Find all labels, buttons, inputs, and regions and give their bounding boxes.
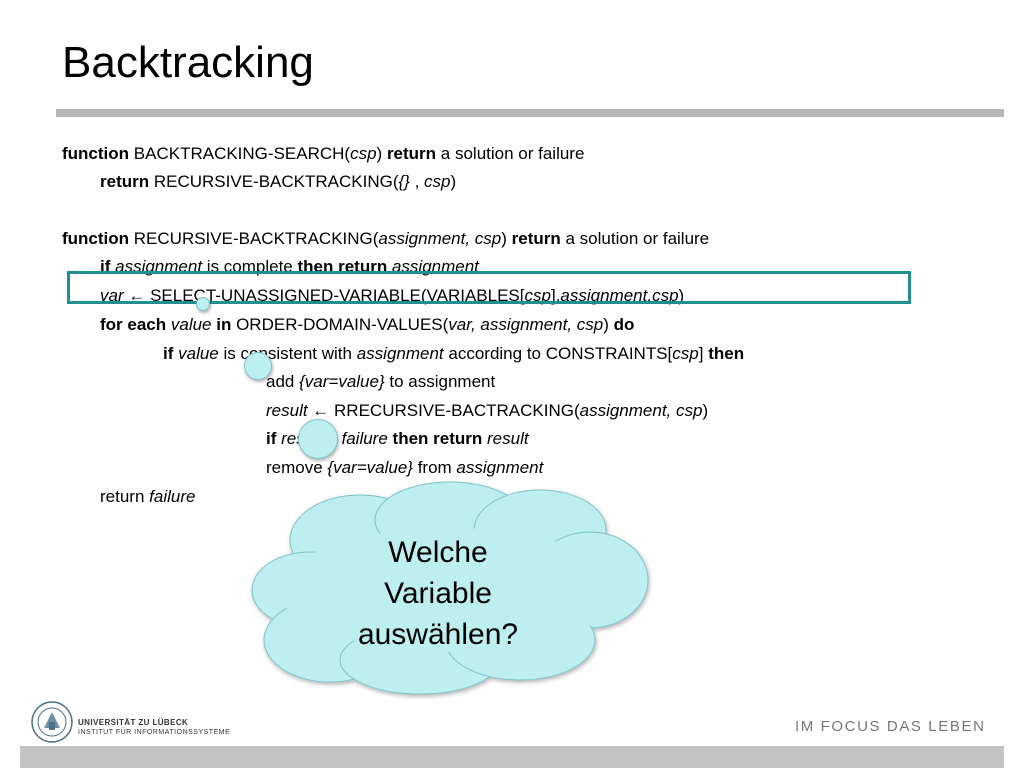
code-token: from — [412, 458, 457, 477]
tagline: IM FOCUS DAS LEBEN — [795, 718, 986, 735]
code-token: result — [266, 401, 308, 420]
code-token: to assignment — [384, 372, 496, 391]
institute-name: INSTITUT FÜR INFORMATIONSSYSTEME — [78, 729, 231, 736]
title-rule — [56, 109, 1004, 117]
code-token: {var=value} — [327, 458, 413, 477]
code-token: assignment,csp — [560, 286, 679, 305]
code-line: var ← SELECT-UNASSIGNED-VARIABLE(VARIABL… — [100, 285, 684, 307]
code-token: csp — [524, 286, 551, 305]
code-token: function — [62, 144, 130, 163]
code-token: according to CONSTRAINTS[ — [443, 344, 673, 363]
code-token: ← RRECURSIVE-BACTRACKING( — [307, 401, 580, 420]
thought-bubble-small — [196, 297, 210, 311]
code-token: failure — [149, 487, 196, 506]
code-token: ORDER-DOMAIN-VALUES( — [231, 315, 449, 334]
code-line: result ← RRECURSIVE-BACTRACKING(assignme… — [266, 400, 708, 422]
code-token: RECURSIVE-BACKTRACKING( — [149, 172, 399, 191]
code-token: assignment, csp — [378, 229, 502, 248]
callout-line-3: auswählen? — [357, 618, 519, 651]
code-line: remove {var=value} from assignment — [266, 457, 543, 479]
code-token: ) — [501, 229, 512, 248]
code-token: then — [708, 344, 745, 363]
code-token: var, assignment, csp — [448, 315, 604, 334]
code-token: for each — [100, 315, 167, 334]
code-token: return — [100, 487, 150, 506]
code-token: ] — [698, 344, 709, 363]
highlight-box — [67, 271, 911, 304]
code-token: in — [216, 315, 232, 334]
code-token: ) — [678, 286, 685, 305]
code-line: for each value in ORDER-DOMAIN-VALUES(va… — [100, 314, 634, 336]
code-token: function — [62, 229, 130, 248]
code-token: if — [266, 429, 277, 448]
code-token: if — [100, 257, 111, 276]
code-token: return — [511, 229, 561, 248]
code-token: , — [409, 172, 425, 191]
code-token: failure — [341, 429, 388, 448]
code-token: assignment, csp — [579, 401, 703, 420]
code-line: return RECURSIVE-BACKTRACKING({} , csp) — [100, 171, 456, 193]
code-token: add — [266, 372, 300, 391]
code-token: then return — [392, 429, 483, 448]
thought-bubble-medium — [244, 352, 272, 380]
footer-bar — [20, 746, 1004, 768]
code-token: csp — [672, 344, 699, 363]
code-token: result — [487, 429, 529, 448]
callout-text: Welche Variable auswählen? — [318, 532, 558, 655]
code-token: assignment — [356, 344, 444, 363]
code-token: BACKTRACKING-SEARCH( — [129, 144, 351, 163]
code-token: return — [100, 172, 150, 191]
code-token: value — [170, 315, 212, 334]
code-token: ) — [702, 401, 709, 420]
thought-bubble-large — [298, 419, 338, 459]
slide-title: Backtracking — [62, 38, 314, 87]
code-token: csp — [350, 144, 377, 163]
code-token: {var=value} — [299, 372, 385, 391]
university-name: UNIVERSITÄT ZU LÜBECK — [78, 718, 189, 727]
code-token: remove — [266, 458, 328, 477]
code-token: csp — [424, 172, 451, 191]
code-token: ← SELECT-UNASSIGNED-VARIABLE(VARIABLES[ — [123, 286, 525, 305]
code-token: assignment — [456, 458, 544, 477]
code-token: ) — [450, 172, 457, 191]
code-token: ) — [376, 144, 387, 163]
code-token: a solution or failure — [560, 229, 710, 248]
code-token: ], — [550, 286, 561, 305]
code-token: ) — [603, 315, 614, 334]
code-line: function BACKTRACKING-SEARCH(csp) return… — [62, 143, 584, 165]
code-token: if — [163, 344, 174, 363]
code-token: a solution or failure — [436, 144, 585, 163]
university-seal-icon — [31, 701, 73, 743]
code-token: RECURSIVE-BACKTRACKING( — [129, 229, 379, 248]
callout-line-1: Welche — [388, 536, 488, 569]
code-token: return — [386, 144, 437, 163]
code-line: add {var=value} to assignment — [266, 371, 495, 393]
code-token: var — [100, 286, 124, 305]
code-token: value — [178, 344, 219, 363]
callout-line-2: Variable — [384, 577, 492, 610]
code-line: return failure — [100, 486, 195, 508]
code-line: if value is consistent with assignment a… — [163, 343, 744, 365]
code-token: do — [613, 315, 635, 334]
code-line: function RECURSIVE-BACKTRACKING(assignme… — [62, 228, 709, 250]
code-token: {} — [398, 172, 410, 191]
